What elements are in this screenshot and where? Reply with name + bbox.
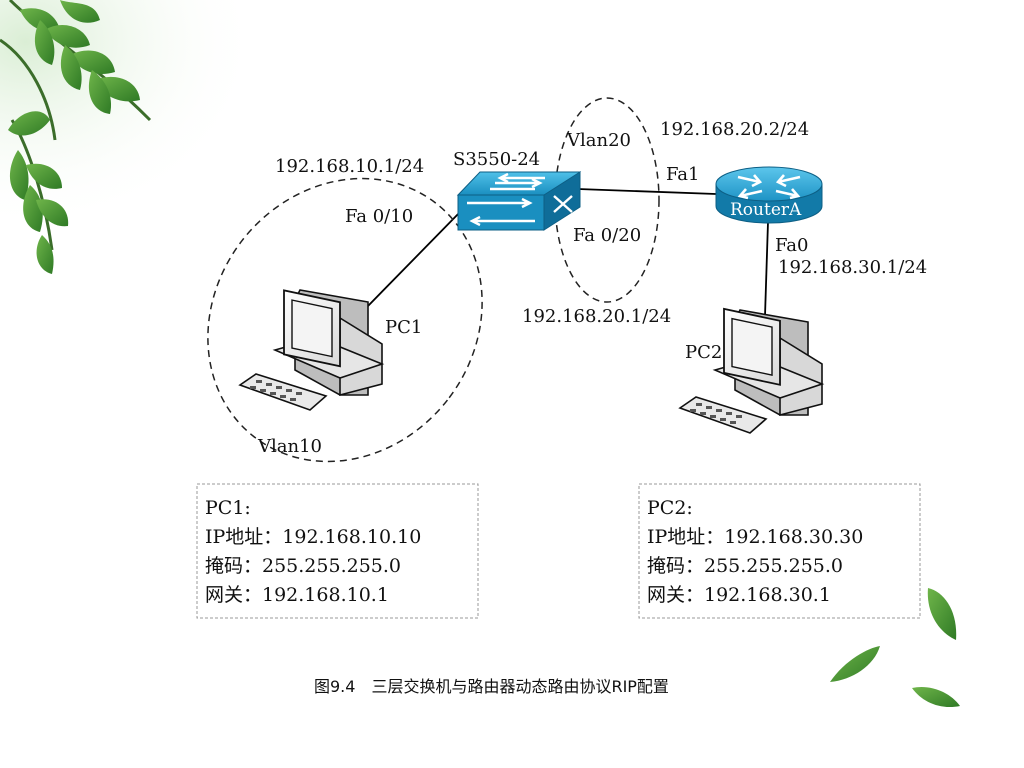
vlan10-boundary: [207, 177, 483, 463]
pc1-info-mask: 掩码：255.255.255.0: [205, 555, 401, 577]
pc2-info-ip: IP地址：192.168.30.30: [647, 526, 863, 548]
pc1-computer-icon: [238, 289, 385, 411]
decorative-leaves-top-left: [0, 0, 152, 274]
router-fa1-ip-label: 192.168.20.2/24: [660, 119, 809, 140]
pc2-computer-icon: [678, 307, 825, 434]
pc1-info-ip: IP地址：192.168.10.10: [205, 526, 421, 548]
router-fa1-port-label: Fa1: [666, 164, 699, 185]
pc2-info-title: PC2:: [647, 497, 693, 519]
pc2-label: PC2: [685, 342, 722, 363]
link-pc1-switch: [367, 209, 463, 307]
pc1-info-gateway: 网关：192.168.10.1: [205, 584, 389, 606]
pc1-info-title: PC1:: [205, 497, 251, 519]
decorative-leaves-bottom-right: [830, 588, 960, 708]
figure-caption: 图9.4 三层交换机与路由器动态路由协议RIP配置: [314, 677, 669, 696]
router-fa0-ip-label: 192.168.30.1/24: [778, 257, 927, 278]
pc2-info-gateway: 网关：192.168.30.1: [647, 584, 831, 606]
pc1-info-box: [196, 483, 479, 619]
pc2-info-mask: 掩码：255.255.255.0: [647, 555, 843, 577]
vlan20-boundary: [554, 97, 660, 303]
router-icon: [715, 166, 823, 224]
pc1-label: PC1: [385, 317, 422, 338]
router-label: RouterA: [730, 200, 802, 220]
switch-label: S3550-24: [453, 149, 540, 170]
pc2-info-box: [638, 483, 921, 619]
router-fa0-port-label: Fa0: [775, 235, 808, 256]
switch-icon: [456, 171, 582, 231]
switch-left-port-label: Fa 0/10: [345, 206, 413, 227]
link-switch-router: [577, 188, 717, 195]
vlan20-label: Vlan20: [566, 130, 631, 151]
link-router-pc2: [764, 221, 769, 317]
switch-right-ip-label: 192.168.20.1/24: [522, 306, 671, 327]
vlan10-label: Vlan10: [257, 436, 322, 457]
switch-right-port-label: Fa 0/20: [573, 225, 641, 246]
switch-left-ip-label: 192.168.10.1/24: [275, 156, 424, 177]
